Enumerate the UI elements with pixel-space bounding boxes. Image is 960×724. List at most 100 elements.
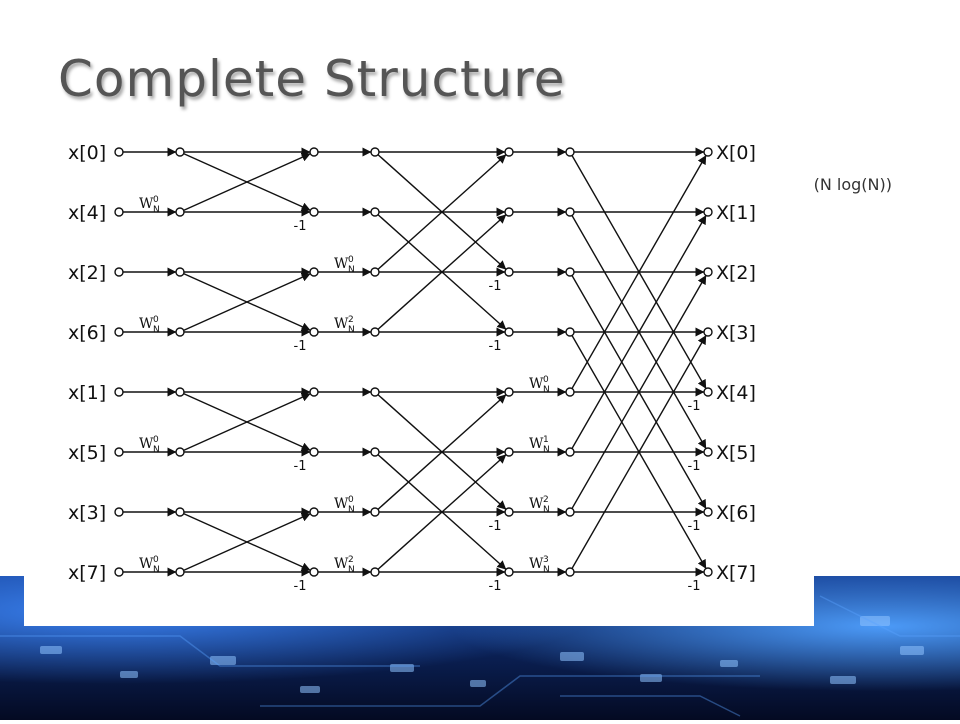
signal-node — [370, 507, 380, 517]
butterfly-edge — [569, 211, 707, 449]
signal-node — [370, 567, 380, 577]
minus-one-label: -1 — [489, 339, 502, 354]
butterfly-edge — [569, 335, 707, 573]
signal-node — [175, 267, 185, 277]
minus-one-label: -1 — [489, 279, 502, 294]
signal-node — [504, 267, 514, 277]
signal-node — [309, 327, 319, 337]
signal-node — [565, 327, 575, 337]
twiddle-letter: W — [529, 436, 544, 452]
slide-title: Complete Structure — [58, 50, 566, 108]
twiddle-letter: W — [334, 556, 349, 572]
signal-node — [370, 147, 380, 157]
butterfly-edge — [179, 511, 311, 571]
twiddle-exponent: 2 — [348, 555, 354, 565]
twiddle-exponent: 0 — [153, 555, 159, 565]
signal-node — [114, 567, 124, 577]
input-label: x[0] — [68, 142, 106, 164]
minus-one-label: -1 — [688, 579, 701, 594]
signal-node — [309, 387, 319, 397]
signal-node — [175, 507, 185, 517]
signal-node — [309, 147, 319, 157]
signal-node — [370, 387, 380, 397]
twiddle-subscript: N — [348, 505, 355, 515]
twiddle-subscript: N — [543, 385, 550, 395]
butterfly-edge — [374, 394, 507, 513]
complexity-note: O(N log(N)) — [801, 175, 892, 194]
twiddle-subscript: N — [348, 325, 355, 335]
signal-node — [175, 147, 185, 157]
output-label: X[7] — [716, 562, 756, 584]
signal-node — [175, 387, 185, 397]
signal-node — [565, 567, 575, 577]
signal-node — [114, 147, 124, 157]
butterfly-edge — [374, 391, 507, 510]
minus-one-label: -1 — [688, 519, 701, 534]
twiddle-subscript: N — [153, 325, 160, 335]
twiddle-subscript: N — [348, 565, 355, 575]
signal-node — [175, 327, 185, 337]
output-label: X[5] — [716, 442, 756, 464]
output-label: X[0] — [716, 142, 756, 164]
twiddle-exponent: 2 — [543, 495, 549, 505]
signal-node — [309, 447, 319, 457]
signal-node — [114, 207, 124, 217]
input-label: x[5] — [68, 442, 106, 464]
twiddle-subscript: N — [153, 565, 160, 575]
signal-node — [370, 327, 380, 337]
signal-node — [370, 207, 380, 217]
signal-node — [504, 447, 514, 457]
butterfly-edge — [179, 273, 311, 333]
output-label: X[1] — [716, 202, 756, 224]
butterfly-edge — [179, 393, 311, 453]
signal-node — [703, 267, 713, 277]
signal-node — [703, 147, 713, 157]
minus-one-label: -1 — [294, 219, 307, 234]
butterfly-edge — [569, 331, 707, 569]
twiddle-letter: W — [334, 496, 349, 512]
output-label: X[3] — [716, 322, 756, 344]
twiddle-letter: W — [529, 496, 544, 512]
butterfly-edge — [374, 151, 507, 270]
signal-flow-nodes — [114, 147, 713, 577]
signal-node — [114, 447, 124, 457]
butterfly-edge — [374, 154, 507, 273]
signal-node — [703, 507, 713, 517]
signal-node — [504, 207, 514, 217]
input-label: x[4] — [68, 202, 106, 224]
minus-one-label: -1 — [294, 339, 307, 354]
butterfly-edge — [179, 153, 311, 213]
butterfly-edge — [179, 391, 311, 451]
signal-node — [309, 267, 319, 277]
minus-one-label: -1 — [294, 459, 307, 474]
signal-node — [703, 207, 713, 217]
minus-one-label: -1 — [688, 399, 701, 414]
twiddle-subscript: N — [153, 205, 160, 215]
output-label: X[6] — [716, 502, 756, 524]
twiddle-exponent: 0 — [153, 435, 159, 445]
signal-node — [565, 387, 575, 397]
minus-one-label: -1 — [294, 579, 307, 594]
twiddle-letter: W — [529, 556, 544, 572]
minus-one-label: -1 — [489, 519, 502, 534]
minus-one-label: -1 — [489, 579, 502, 594]
signal-node — [370, 267, 380, 277]
signal-node — [175, 567, 185, 577]
signal-node — [504, 387, 514, 397]
signal-node — [114, 387, 124, 397]
signal-node — [114, 327, 124, 337]
twiddle-exponent: 0 — [543, 375, 549, 385]
signal-node — [504, 327, 514, 337]
input-label: x[6] — [68, 322, 106, 344]
butterfly-edge — [374, 214, 507, 333]
butterfly-edge — [569, 215, 707, 453]
twiddle-subscript: N — [543, 505, 550, 515]
